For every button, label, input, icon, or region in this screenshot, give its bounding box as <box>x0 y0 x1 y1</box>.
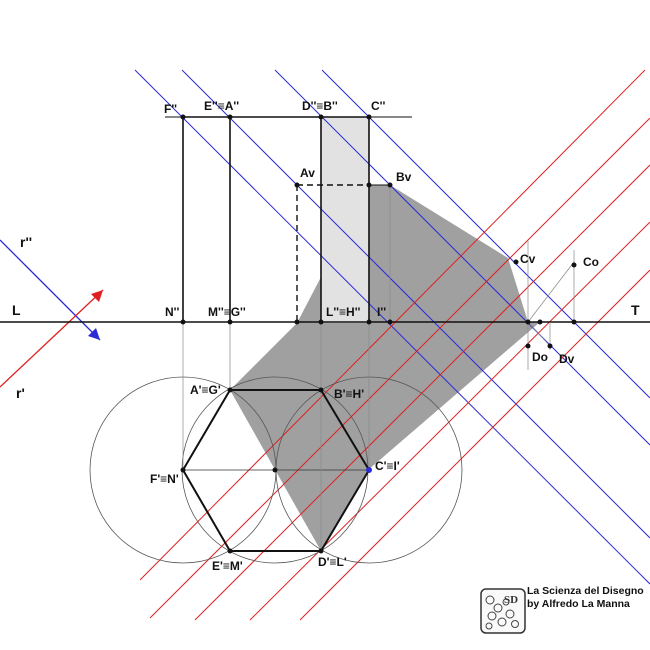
logo-text: SD <box>504 594 518 606</box>
label-N2: N'' <box>165 305 180 319</box>
label-EM1: E'≡M' <box>212 559 243 573</box>
label-FN1: F'≡N' <box>150 472 179 486</box>
light-direction-r2 <box>0 239 101 341</box>
blue-ray <box>181 69 650 539</box>
label-DB2: D''≡B'' <box>302 99 338 113</box>
label-F2: F'' <box>164 102 177 116</box>
label-BH1: B'≡H' <box>334 387 364 401</box>
red-ray <box>139 69 646 581</box>
scienza-disegno-logo: SD <box>480 588 526 634</box>
point <box>571 262 577 268</box>
point <box>180 467 186 473</box>
point <box>180 114 186 120</box>
red-ray <box>194 164 650 621</box>
point <box>318 548 324 554</box>
point <box>294 319 300 325</box>
point <box>227 387 233 393</box>
point <box>366 114 372 120</box>
label-AG1: A'≡G' <box>190 383 221 397</box>
red-ray <box>299 269 650 621</box>
point <box>318 114 324 120</box>
blue-rays <box>134 69 650 585</box>
point <box>294 182 300 188</box>
point <box>571 319 577 325</box>
point <box>318 319 324 325</box>
point <box>513 259 519 265</box>
blue-ray <box>274 69 650 446</box>
label-C2: C'' <box>371 99 386 113</box>
credit-title: La Scienza del Disegno <box>527 585 644 597</box>
point <box>318 387 324 393</box>
label-T: T <box>631 302 640 318</box>
label-Dv: Dv <box>559 352 575 366</box>
arrowhead-icon <box>88 328 100 340</box>
credit-block: La Scienza del Disegno by Alfredo La Man… <box>527 585 644 611</box>
label-Cv: Cv <box>520 252 536 266</box>
label-L: L <box>12 302 21 318</box>
label-EA2: E''≡A'' <box>204 99 239 113</box>
label-I2: I'' <box>377 305 386 319</box>
label-DL1: D'≡L' <box>318 555 347 569</box>
point <box>272 467 278 473</box>
label-r2: r'' <box>20 234 32 250</box>
label-Bv: Bv <box>396 170 412 184</box>
reference-line <box>527 261 575 323</box>
point <box>227 319 233 325</box>
red-rays <box>139 69 650 621</box>
point <box>537 319 543 325</box>
credit-author: by Alfredo La Manna <box>527 598 630 610</box>
label-Do: Do <box>532 350 548 364</box>
points <box>180 114 577 554</box>
point <box>366 182 372 188</box>
reference-line <box>527 321 551 347</box>
shadow-polygon <box>230 185 540 551</box>
label-MG2: M''≡G'' <box>208 305 246 319</box>
point <box>366 467 372 473</box>
arrowhead-icon <box>91 290 103 302</box>
label-Av: Av <box>300 166 315 180</box>
red-ray <box>149 117 650 619</box>
point <box>180 319 186 325</box>
point <box>547 343 553 349</box>
shadow-on-face <box>321 117 369 323</box>
point <box>366 319 372 325</box>
red-ray <box>249 221 650 621</box>
label-LH2: L''≡H'' <box>326 305 361 319</box>
blue-ray <box>321 69 650 399</box>
point <box>387 182 393 188</box>
light-direction-r1 <box>0 289 104 388</box>
point <box>227 548 233 554</box>
point <box>387 319 393 325</box>
point <box>525 319 531 325</box>
blue-ray <box>134 69 650 585</box>
label-r1: r' <box>16 385 25 401</box>
point <box>525 343 531 349</box>
point <box>227 114 233 120</box>
label-Co: Co <box>583 255 599 269</box>
label-CI1: C'≡I' <box>375 459 400 473</box>
